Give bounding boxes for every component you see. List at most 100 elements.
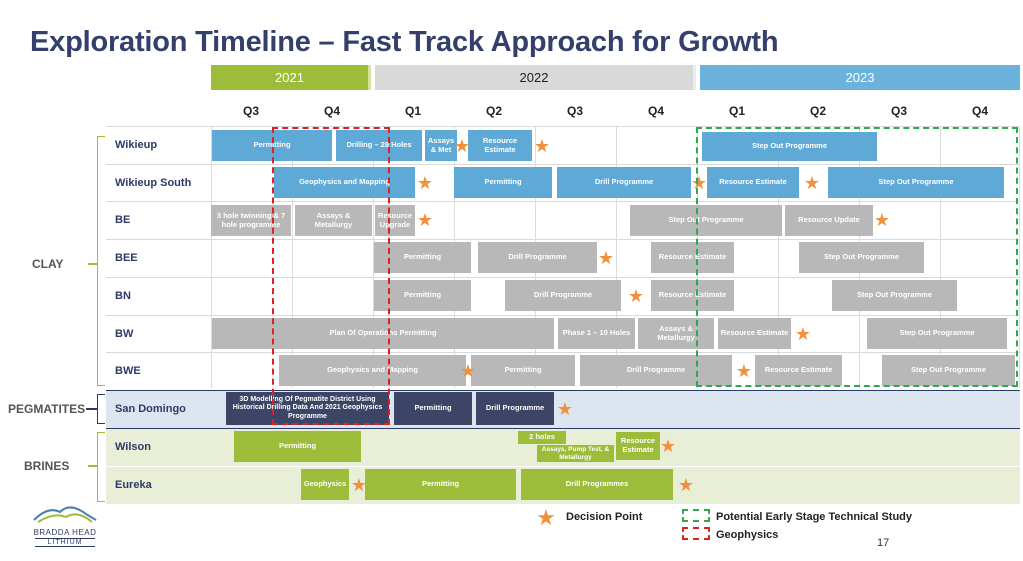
task-bar: Permitting <box>394 392 472 425</box>
grid-line <box>940 126 941 388</box>
decision-point-star: ★ <box>803 173 821 193</box>
row-divider <box>106 239 1020 240</box>
decision-point-star: ★ <box>659 436 677 456</box>
grid-line <box>211 126 212 388</box>
decision-point-star: ★ <box>597 248 615 268</box>
task-bar: Resource Estimate <box>651 242 734 273</box>
task-bar: Assays & Metallurgy <box>295 205 372 236</box>
quarter-header: Q1 <box>728 104 745 118</box>
task-bar: Resource Estimate <box>707 167 799 198</box>
task-bar: Resource Update <box>785 205 873 236</box>
legend-geophysics-swatch <box>682 527 710 540</box>
group-label-pegmatites: PEGMATITES <box>8 402 86 416</box>
task-bar: Step Out Programme <box>882 355 1015 386</box>
task-bar: Resource Estimate <box>616 432 660 460</box>
row-label-san-domingo: San Domingo <box>115 403 186 415</box>
task-bar: Step Out Programme <box>799 242 924 273</box>
decision-point-star: ★ <box>690 173 708 193</box>
task-bar: Resource Upgrade <box>375 205 415 236</box>
task-bar: Resource Estimate <box>468 130 532 161</box>
task-bar: Step Out Programme <box>702 132 877 161</box>
decision-point-star: ★ <box>873 210 891 230</box>
brines-bracket-tick <box>88 465 97 467</box>
task-bar: Geophysics and Mapping <box>274 167 415 198</box>
task-bar: Plan Of Operations Permitting <box>212 318 554 349</box>
decision-point-star: ★ <box>416 210 434 230</box>
task-bar: Assays & Met <box>425 130 457 161</box>
task-bar: Resource Estimate <box>718 318 791 349</box>
task-bar: Drill Programmes <box>521 469 673 500</box>
row-label-bw: BW <box>115 328 134 340</box>
row-divider <box>106 277 1020 278</box>
quarter-header: Q2 <box>809 104 826 118</box>
row-divider <box>106 352 1020 353</box>
legend-decision-point: Decision Point <box>566 511 643 523</box>
decision-point-star: ★ <box>556 399 574 419</box>
decision-point-star: ★ <box>677 475 695 495</box>
task-bar: Permitting <box>454 167 552 198</box>
task-bar: 2 holes <box>518 431 566 444</box>
row-label-bn: BN <box>115 290 131 302</box>
task-bar: Step Out Programme <box>828 167 1004 198</box>
pegmatites-bracket <box>97 394 105 424</box>
task-bar: Drill Programme <box>580 355 732 386</box>
page-number: 17 <box>877 537 890 549</box>
task-bar: Resource Estimate <box>651 280 734 311</box>
grid-line <box>616 126 617 388</box>
task-bar: Geophysics <box>301 469 349 500</box>
mountain-logo-icon <box>33 506 97 523</box>
task-bar: Assays, Pump Test, & Metallurgy <box>537 445 614 462</box>
legend-geophysics: Geophysics <box>716 529 779 541</box>
page-title: Exploration Timeline – Fast Track Approa… <box>30 26 779 58</box>
logo-line-1: BRADDA HEAD <box>33 528 97 537</box>
decision-point-star: ★ <box>735 361 753 381</box>
row-label-wilson: Wilson <box>115 441 151 453</box>
row-divider <box>106 126 1020 127</box>
row-divider <box>106 164 1020 165</box>
row-divider <box>106 466 1020 467</box>
task-bar: Permitting <box>365 469 516 500</box>
pegmatites-bracket-tick <box>86 408 97 410</box>
decision-point-star: ★ <box>533 136 551 156</box>
grid-line <box>778 126 779 388</box>
quarter-header: Q4 <box>971 104 988 118</box>
quarter-header: Q3 <box>566 104 583 118</box>
task-bar: Step Out Programme <box>630 205 782 236</box>
legend-study-swatch <box>682 509 710 522</box>
quarter-header: Q2 <box>485 104 502 118</box>
grid-line <box>292 126 293 388</box>
row-label-bee: BEE <box>115 252 138 264</box>
task-bar: Step Out Programme <box>867 318 1007 349</box>
decision-point-star: ★ <box>627 286 645 306</box>
task-bar: Geophysics and Mapping <box>279 355 466 386</box>
year-2022: 2022 <box>375 65 696 90</box>
row-divider <box>106 201 1020 202</box>
decision-point-star: ★ <box>459 361 477 381</box>
task-bar: 3D Modelling Of Pegmatite District Using… <box>226 392 389 425</box>
geophysics-dashed-box <box>272 127 390 425</box>
task-bar: Permitting <box>471 355 575 386</box>
logo-line-2: LITHIUM <box>35 538 95 547</box>
task-bar: Step Out Programme <box>832 280 957 311</box>
task-bar: Drill Programme <box>478 242 597 273</box>
year-2023: 2023 <box>700 65 1020 90</box>
task-bar: Drill Programme <box>476 392 554 425</box>
task-bar: Assays & Metallurgy <box>638 318 714 349</box>
row-label-eureka: Eureka <box>115 479 152 491</box>
legend-star-icon: ★ <box>536 505 556 530</box>
quarter-header: Q3 <box>890 104 907 118</box>
row-divider <box>106 315 1020 316</box>
technical-study-dashed-box <box>696 127 1018 387</box>
task-bar: Drill Programme <box>505 280 621 311</box>
task-bar: Permitting <box>374 280 471 311</box>
company-logo: BRADDA HEAD LITHIUM <box>30 500 100 558</box>
decision-point-star: ★ <box>350 475 368 495</box>
row-label-be: BE <box>115 214 131 226</box>
task-bar: 3 hole twinning & 7 hole programme <box>211 205 291 236</box>
task-bar: Permitting <box>374 242 471 273</box>
grid-line <box>373 126 374 388</box>
task-bar: Permitting <box>234 431 361 462</box>
row-label-bwe: BWE <box>115 365 141 377</box>
decision-point-star: ★ <box>416 173 434 193</box>
row-label-wikieup-south: Wikieup South <box>115 177 192 189</box>
